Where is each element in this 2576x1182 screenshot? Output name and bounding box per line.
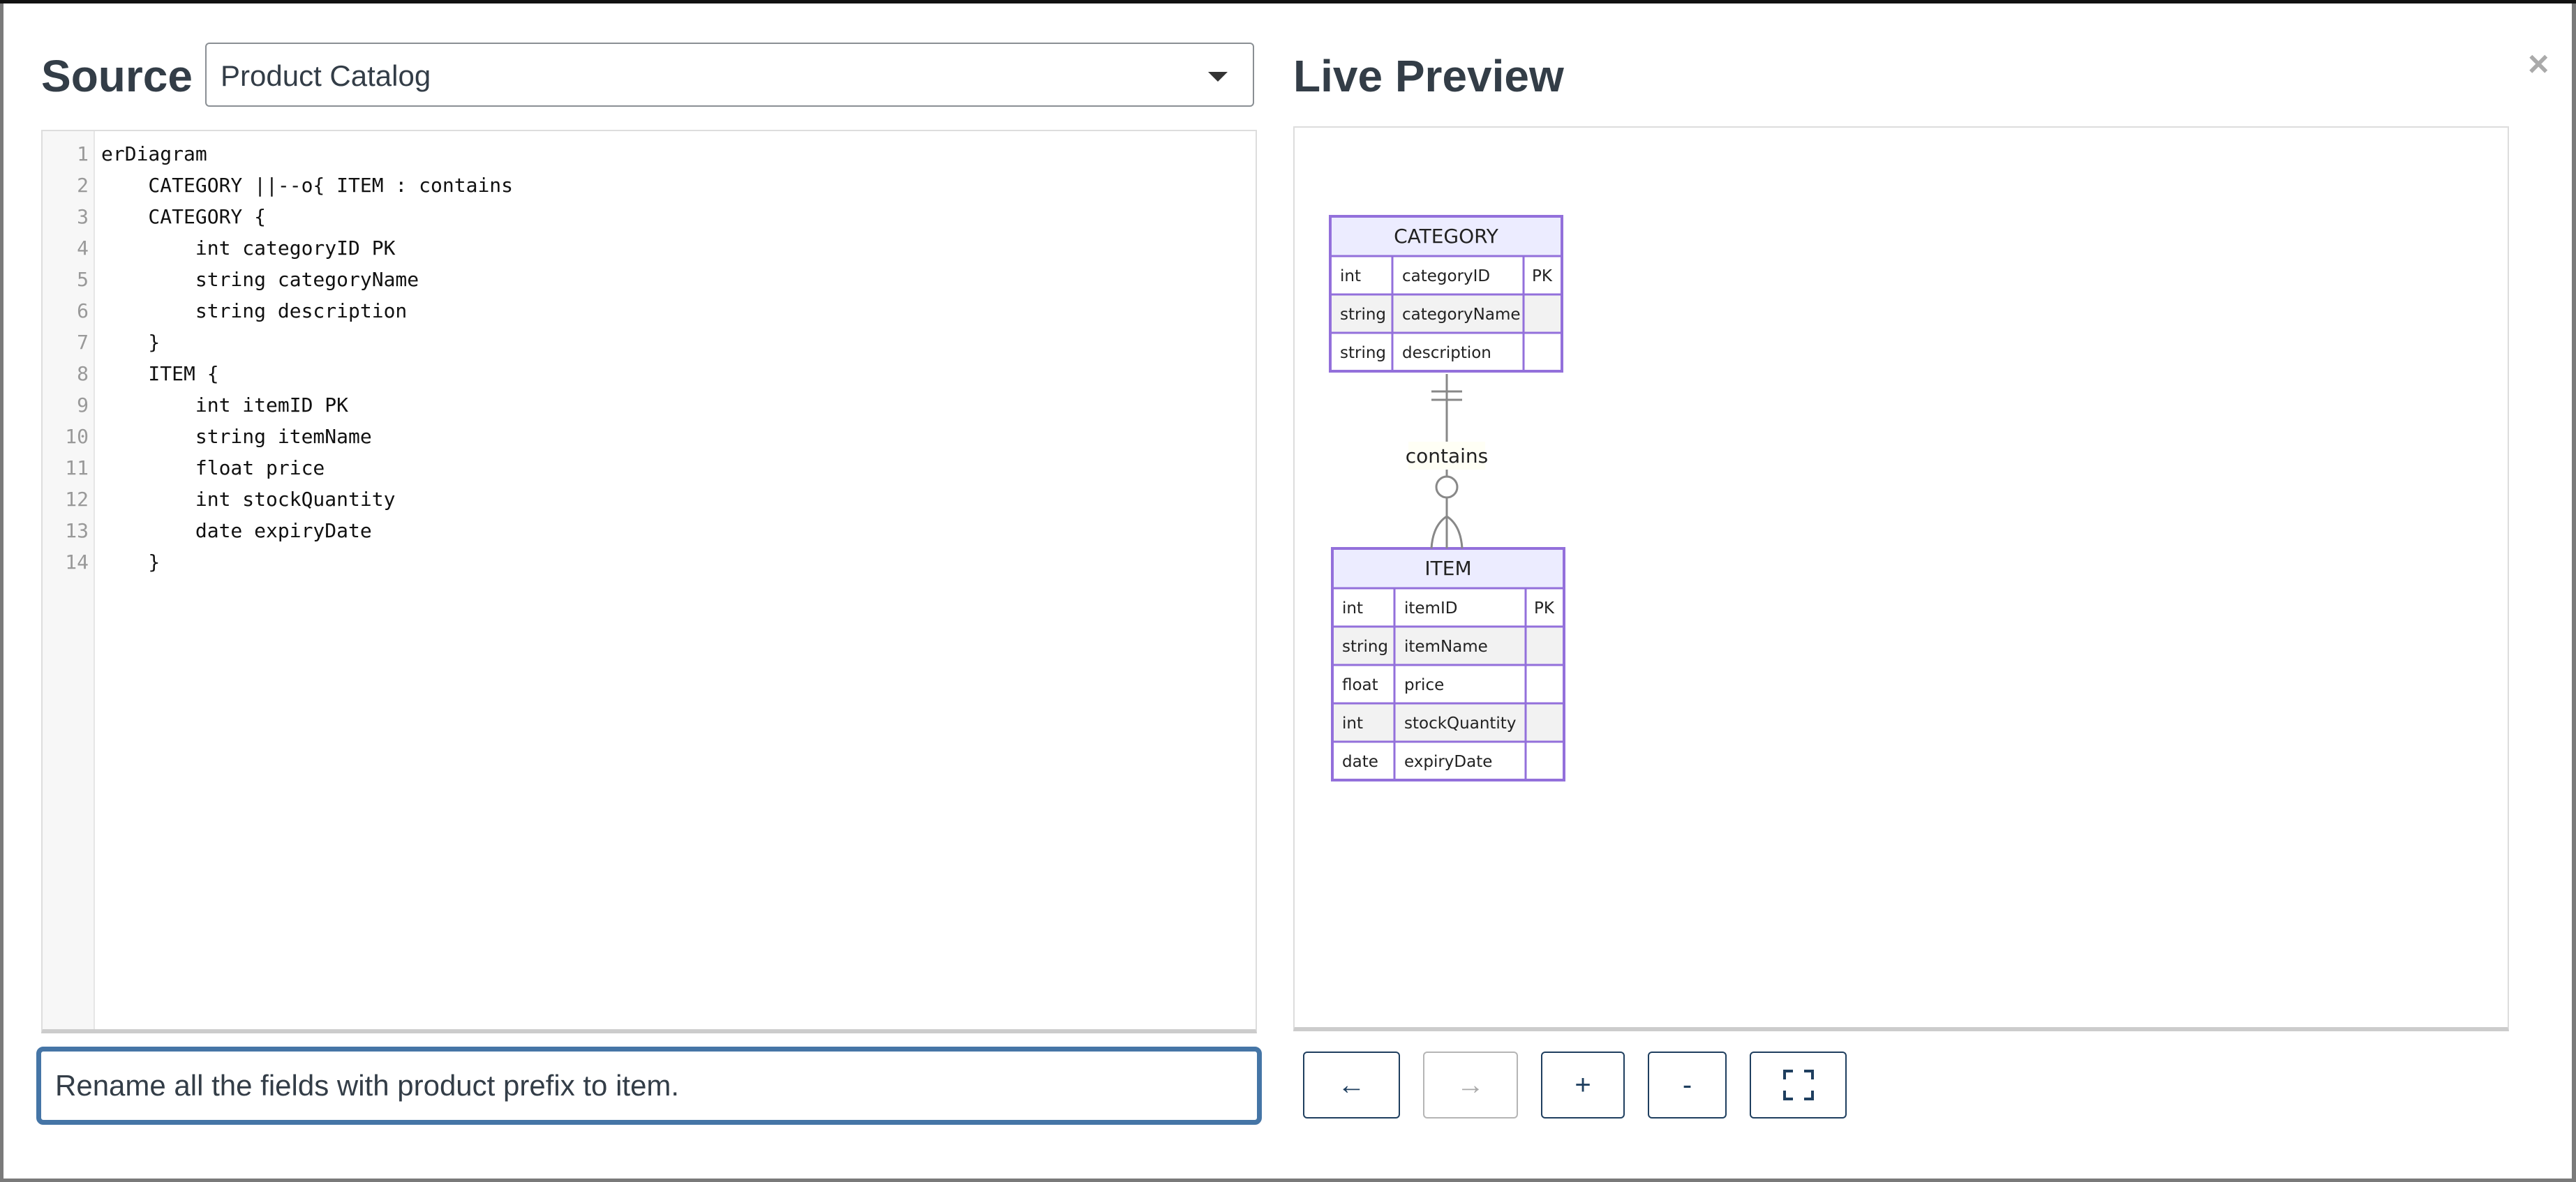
- preview-title: Live Preview: [1293, 51, 1564, 101]
- line-number: 7: [77, 331, 89, 354]
- code-line: string categoryName: [101, 268, 419, 291]
- code-line: float price: [101, 456, 325, 479]
- attribute-type: string: [1342, 638, 1388, 656]
- line-number: 4: [77, 237, 89, 260]
- code-line: ITEM {: [101, 362, 219, 385]
- attribute-name: itemID: [1404, 599, 1457, 618]
- code-line: CATEGORY {: [101, 205, 267, 228]
- window-top-bar: [0, 0, 2576, 3]
- code-editor[interactable]: 1 erDiagram 2 CATEGORY ||--o{ ITEM : conta…: [41, 130, 1257, 1033]
- attribute-name: categoryID: [1402, 267, 1490, 285]
- line-number: 5: [77, 268, 89, 291]
- line-number: 1: [77, 142, 89, 165]
- attribute-name: stockQuantity: [1404, 715, 1516, 733]
- code-line: date expiryDate: [101, 519, 372, 542]
- code-line: int itemID PK: [101, 394, 349, 417]
- line-number: 6: [77, 299, 89, 322]
- attribute-type: int: [1342, 715, 1363, 733]
- attribute-name: expiryDate: [1404, 753, 1492, 771]
- cardinality-zero-circle: [1435, 475, 1459, 499]
- fullscreen-icon: [1782, 1070, 1814, 1100]
- chevron-down-icon: [1208, 72, 1228, 82]
- attribute-key: PK: [1534, 599, 1555, 618]
- line-number: 12: [65, 488, 89, 511]
- live-preview-panel[interactable]: CATEGORY int categoryID PK string categoryNam…: [1293, 126, 2509, 1031]
- code-line: int categoryID PK: [101, 237, 396, 260]
- er-diagram: CATEGORY int categoryID PK string categoryNam…: [1329, 215, 1565, 781]
- entity-header: [1332, 548, 1564, 588]
- line-number: 14: [65, 551, 89, 574]
- line-number: 10: [65, 425, 89, 448]
- attribute-type: float: [1342, 676, 1378, 694]
- line-number: 9: [77, 394, 89, 417]
- line-number: 2: [77, 174, 89, 197]
- line-number-gutter: [43, 131, 95, 1029]
- prompt-input-container[interactable]: [36, 1047, 1262, 1125]
- relationship-label: contains: [1406, 444, 1489, 467]
- redo-button[interactable]: →: [1423, 1052, 1518, 1119]
- entity-border: [1329, 215, 1563, 373]
- attribute-name: price: [1404, 676, 1444, 694]
- source-title: Source: [41, 51, 193, 101]
- attribute-name: description: [1402, 344, 1491, 362]
- fullscreen-button[interactable]: [1750, 1052, 1847, 1119]
- cardinality-many-crowfoot: [1430, 515, 1464, 549]
- entity-name: CATEGORY: [1394, 225, 1499, 248]
- attribute-key: PK: [1532, 267, 1553, 285]
- line-number: 3: [77, 205, 89, 228]
- code-line: }: [101, 551, 161, 574]
- attribute-type: int: [1342, 599, 1363, 618]
- line-number: 11: [65, 456, 89, 479]
- attribute-name: categoryName: [1402, 306, 1521, 324]
- code-line: CATEGORY ||--o{ ITEM : contains: [101, 174, 514, 197]
- relationship-label-bg: [1408, 442, 1485, 470]
- prompt-input[interactable]: [54, 1064, 1243, 1107]
- zoom-in-button[interactable]: +: [1541, 1052, 1625, 1119]
- diagram-select[interactable]: Product Catalog: [205, 43, 1254, 107]
- attribute-name: itemName: [1404, 638, 1488, 656]
- undo-button[interactable]: ←: [1303, 1052, 1400, 1119]
- attribute-type: string: [1340, 344, 1386, 362]
- code-line: erDiagram: [101, 142, 207, 165]
- attribute-type: int: [1340, 267, 1361, 285]
- zoom-out-button[interactable]: -: [1648, 1052, 1727, 1119]
- close-icon[interactable]: ×: [2528, 44, 2549, 84]
- line-number: 13: [65, 519, 89, 542]
- attribute-type: string: [1340, 306, 1386, 324]
- entity-border: [1331, 547, 1565, 781]
- diagram-select-value: Product Catalog: [221, 59, 431, 92]
- entity-name: ITEM: [1424, 557, 1471, 580]
- attribute-type: date: [1342, 753, 1378, 771]
- code-line: string itemName: [101, 425, 372, 448]
- code-line: }: [101, 331, 161, 354]
- line-number: 8: [77, 362, 89, 385]
- code-line: int stockQuantity: [101, 488, 396, 511]
- code-line: string description: [101, 299, 408, 322]
- entity-header: [1330, 216, 1562, 256]
